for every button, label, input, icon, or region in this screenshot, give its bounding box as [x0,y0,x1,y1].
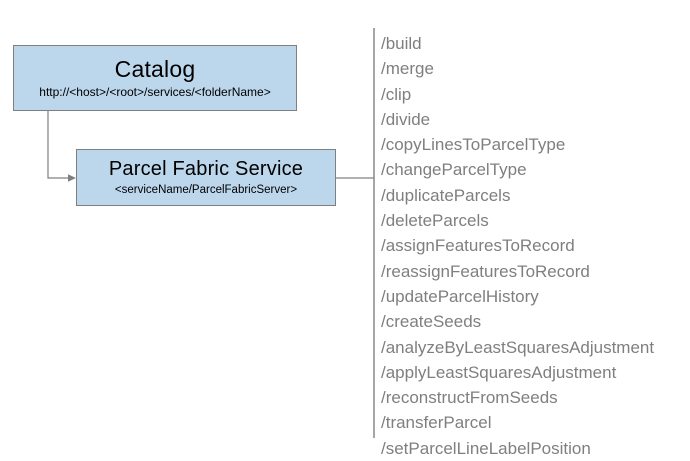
operation-item[interactable]: /updateParcelHistory [381,286,539,306]
operation-item[interactable]: /duplicateParcels [381,185,511,205]
diagram-canvas: Catalog http://<host>/<root>/services/<f… [13,28,654,458]
operation-item[interactable]: /deleteParcels [381,211,489,231]
catalog-url: http://<host>/<root>/services/<folderNam… [39,85,271,99]
operation-item[interactable]: /transferParcel [381,413,492,433]
operation-item[interactable]: /build [381,34,422,53]
operation-item[interactable]: /applyLeastSquaresAdjustment [381,362,617,382]
operation-item[interactable]: /clip [381,84,412,104]
catalog-box[interactable]: Catalog http://<host>/<root>/services/<f… [13,45,297,111]
operation-item[interactable]: /reassignFeaturesToRecord [381,261,590,281]
operation-item[interactable]: /analyzeByLeastSquaresAdjustment [381,337,655,357]
operation-item[interactable]: /setParcelLineLabelPosition [381,438,591,458]
parcel-fabric-service-box[interactable]: Parcel Fabric Service <serviceName/Parce… [76,149,336,206]
service-title: Parcel Fabric Service [108,157,304,180]
operation-item[interactable]: /divide [381,109,431,129]
operation-item[interactable]: /copyLinesToParcelType [381,135,566,155]
operation-item[interactable]: /createSeeds [381,312,482,332]
operation-item[interactable]: /reconstructFromSeeds [381,388,558,408]
operation-item[interactable]: /changeParcelType [381,160,527,180]
operation-item[interactable]: /merge [381,59,434,79]
operations-list: /build /merge /clip /divide /copyLinesTo… [381,31,681,461]
catalog-title: Catalog [114,56,196,82]
service-path: <serviceName/ParcelFabricServer> [114,183,298,196]
operation-item[interactable]: /assignFeaturesToRecord [381,236,575,256]
